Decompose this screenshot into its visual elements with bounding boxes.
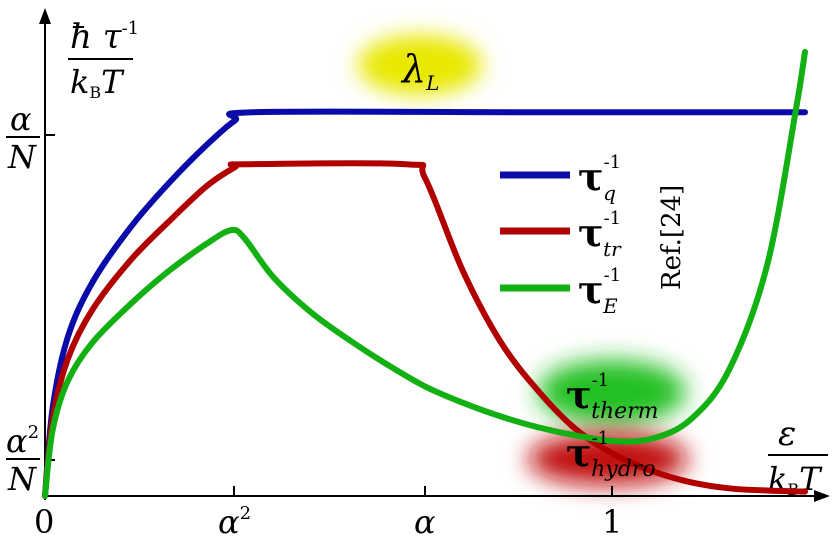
series-line-q	[42, 108, 808, 499]
svg-text:N: N	[7, 138, 37, 176]
lambda-glow	[358, 35, 482, 95]
ylabel-numerator-sup: -1	[122, 18, 140, 39]
x-tick-label-2: α	[414, 503, 436, 539]
legend-ref-note: Ref.[24]	[657, 185, 687, 290]
svg-text:ħ τ-1: ħ τ-1	[70, 17, 139, 57]
x-tick-label-1: α2	[218, 503, 251, 539]
y-tick-label-2: α N	[6, 100, 40, 176]
lambda-label: λL	[400, 47, 439, 95]
ylabel-denominator: k	[70, 63, 89, 101]
y-axis-label: ħ τ-1 kBT	[68, 17, 139, 102]
svg-text:N: N	[7, 460, 37, 498]
xlabel-numerator: ε	[778, 414, 796, 454]
ylabel-numerator: ħ τ	[70, 17, 123, 57]
x-tick-label-3: 1	[602, 503, 622, 539]
y-tick-label-1: α2 N	[6, 422, 40, 498]
ylabel-denominator-tail: T	[101, 63, 125, 101]
svg-text:α2: α2	[6, 422, 39, 460]
svg-text:kBT: kBT	[70, 63, 125, 102]
x-axis-arrow	[814, 490, 830, 502]
ylabel-denominator-sub: B	[89, 83, 101, 102]
therm-glow	[538, 360, 686, 424]
series-line-tr	[42, 160, 808, 499]
svg-text:α: α	[10, 100, 32, 138]
y-axis-arrow	[39, 8, 51, 24]
axes	[39, 8, 830, 502]
series-layer	[42, 48, 808, 499]
x-tick-labels: 0 α2 α 1	[34, 503, 622, 539]
x-tick-label-0: 0	[34, 503, 54, 539]
series-line-E	[42, 48, 808, 499]
x-axis-label: ε kBT	[768, 414, 828, 499]
